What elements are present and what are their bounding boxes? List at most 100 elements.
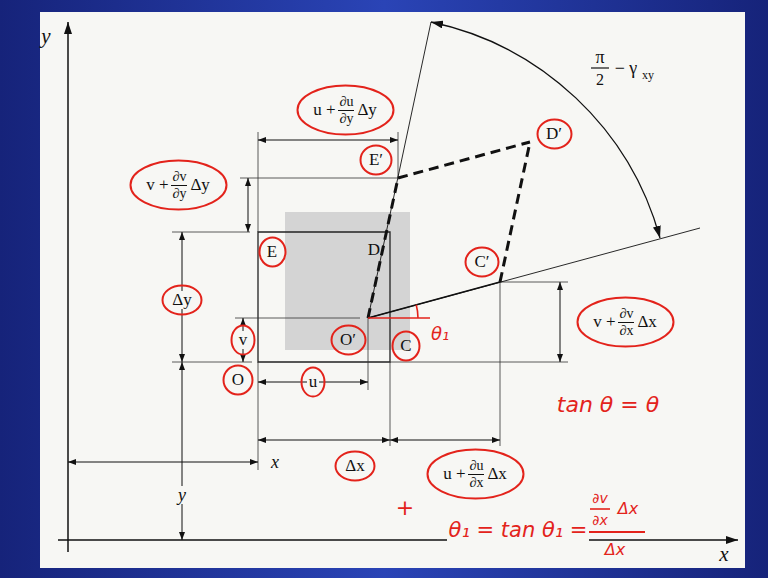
- extension-line: [235, 318, 360, 319]
- label-text: v +∂v∂yΔy: [146, 169, 210, 201]
- fraction-numerator: ∂v: [618, 306, 634, 321]
- label-text: v +∂v∂xΔx: [593, 306, 657, 338]
- point-label: E′: [367, 151, 385, 169]
- circled-label: Δy: [161, 284, 203, 316]
- fraction-bar: [590, 508, 610, 510]
- expression-text: v +: [593, 313, 615, 331]
- dimension-line: [258, 440, 390, 441]
- extension-lines: [172, 132, 568, 470]
- expression-text: v +: [146, 176, 168, 194]
- circled-label: u: [300, 366, 326, 398]
- fraction-denominator: ∂y: [338, 110, 354, 126]
- y-axis: [67, 22, 69, 552]
- angle-label: π: [595, 48, 604, 67]
- expression-text: Δx: [487, 465, 506, 483]
- extension-line: [172, 232, 250, 233]
- handwritten-formula: θ₁ = tan θ₁ =: [447, 519, 590, 541]
- circled-label: v: [230, 324, 256, 356]
- red-ellipse: [224, 366, 253, 395]
- fraction: ∂u∂x: [468, 458, 484, 490]
- fraction: ∂u∂y: [338, 94, 354, 126]
- red-ellipse: [130, 161, 226, 210]
- handwritten-formula: ∂x: [592, 513, 608, 528]
- label-text: C′: [472, 253, 491, 271]
- point-label: Δy: [170, 291, 193, 309]
- dimension-line: [68, 462, 258, 463]
- circled-label: u +∂u∂xΔx: [426, 448, 525, 500]
- point-label: v: [237, 331, 250, 349]
- point-label: D′: [544, 125, 564, 143]
- label-text: C: [398, 337, 413, 355]
- extension-line: [390, 362, 391, 446]
- red-ellipse: [302, 368, 325, 397]
- label-text: O: [230, 371, 246, 389]
- circled-label: D′: [536, 118, 573, 150]
- expression-text: u +: [313, 101, 335, 119]
- handwritten-note: θ₁: [431, 325, 449, 344]
- red-ellipse: [537, 120, 571, 149]
- dimension-line: [560, 282, 561, 362]
- dimension-lines: [68, 140, 560, 540]
- label-text: D′: [544, 125, 564, 143]
- red-ellipse: [466, 248, 499, 277]
- label-text: O′: [338, 331, 358, 349]
- circled-label: u +∂u∂yΔy: [296, 84, 395, 136]
- point-label: O: [230, 371, 246, 389]
- point-label: u: [307, 373, 320, 391]
- expression-text: Δy: [357, 101, 376, 119]
- axis-label: x: [719, 543, 728, 565]
- dimension-label: x: [271, 453, 279, 472]
- deformed-edge: [500, 142, 530, 282]
- circled-label: Δx: [334, 450, 376, 482]
- dimension-line: [258, 140, 398, 141]
- dimension-line: [248, 178, 249, 232]
- reference-line: [368, 228, 700, 318]
- fraction-denominator: ∂x: [618, 322, 634, 338]
- shaded-element: [285, 212, 410, 350]
- point-label: C′: [472, 253, 491, 271]
- deformed-edges-dashed: [368, 142, 530, 318]
- dimension-label: y: [176, 486, 188, 505]
- red-ellipse: [297, 86, 393, 135]
- red-ellipse: [331, 326, 365, 355]
- extension-line: [390, 362, 568, 363]
- deformed-edge: [368, 282, 500, 318]
- expression-text: Δy: [190, 176, 209, 194]
- circled-label: O′: [330, 324, 367, 356]
- red-ellipse: [232, 326, 255, 355]
- point-label: C: [398, 337, 413, 355]
- point-label: Δx: [343, 457, 366, 475]
- angle-subscript: xy: [642, 69, 654, 82]
- deformed-edge: [398, 142, 530, 178]
- handwritten-note: +: [396, 496, 414, 519]
- red-ellipse: [577, 298, 673, 347]
- fraction-numerator: ∂u: [338, 94, 354, 109]
- fraction-numerator: ∂u: [468, 458, 484, 473]
- red-ellipse: [427, 450, 523, 499]
- angle-label: 2: [596, 72, 604, 89]
- reference-line: [368, 22, 431, 318]
- red-ellipse: [361, 146, 392, 175]
- handwritten-formula: Δx: [603, 542, 627, 559]
- axis-label: y: [41, 25, 50, 47]
- handwritten-formula: ∂v: [592, 491, 608, 506]
- handwritten-formula: Δx: [618, 501, 638, 518]
- red-ellipse: [259, 238, 285, 267]
- x-axis: [58, 539, 738, 541]
- angle-label: − γ: [615, 59, 638, 78]
- point-label: O′: [338, 331, 358, 349]
- circled-label: E′: [359, 144, 393, 176]
- circled-label: O: [222, 364, 254, 396]
- fraction: ∂v∂y: [171, 169, 187, 201]
- undeformed-square: [258, 232, 390, 362]
- extension-line: [500, 282, 568, 283]
- label-text: u: [307, 373, 320, 391]
- red-ellipse: [163, 286, 202, 315]
- deformed-edge: [368, 178, 398, 318]
- fraction-denominator: ∂y: [171, 185, 187, 201]
- annotation-arc: [416, 305, 418, 318]
- fraction-bar: [591, 67, 609, 68]
- slide-page: [40, 12, 745, 568]
